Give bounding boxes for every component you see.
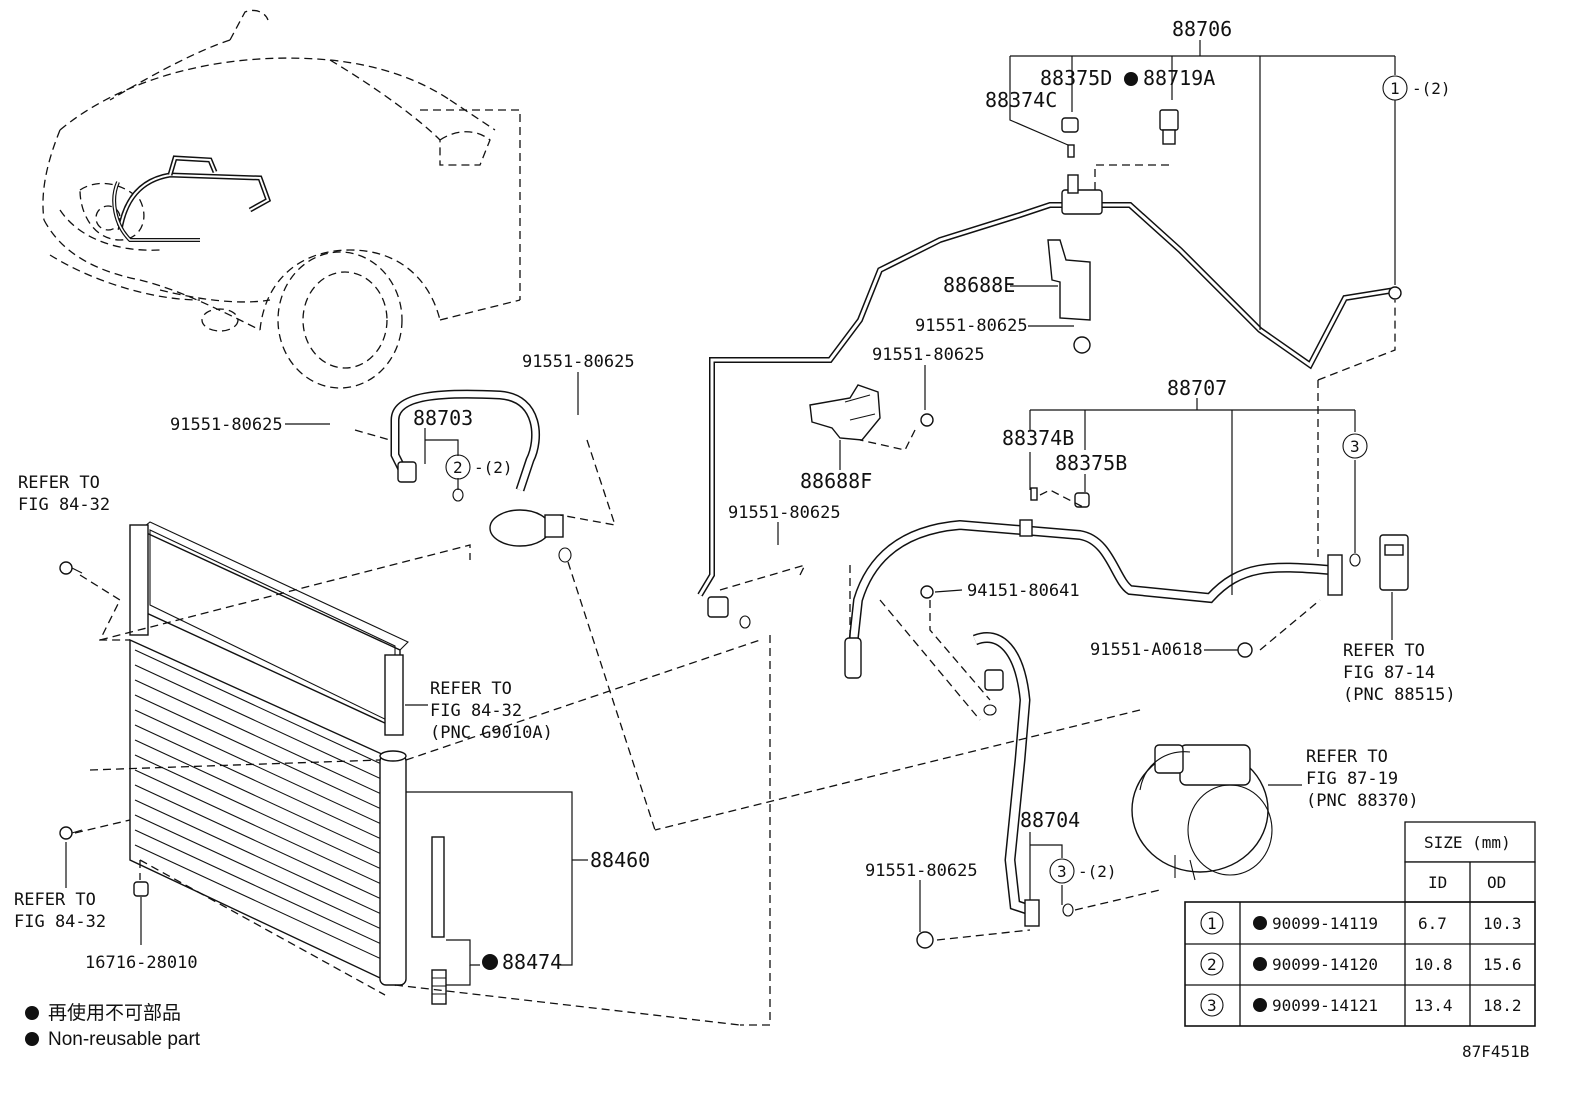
row-od: 10.3 xyxy=(1483,914,1522,933)
part-label-88719A: 88719A xyxy=(1143,66,1215,90)
refer-to-note: (PNC G9010A) xyxy=(430,723,553,743)
table-row: 3 90099-14121 13.4 18.2 xyxy=(1200,993,1522,1017)
legend-japanese-text: 再使用不可部品 xyxy=(48,1002,181,1024)
part-label-88703: 88703 xyxy=(413,406,473,430)
suction-hose-88704 xyxy=(654,632,1161,949)
non-reusable-dot-icon xyxy=(1253,998,1267,1012)
row-od: 18.2 xyxy=(1483,996,1522,1015)
part-label-88688F: 88688F xyxy=(800,469,872,493)
part-label-91551-A0618: 91551-A0618 xyxy=(1090,640,1203,660)
refer-to-note: FIG 84-32 xyxy=(430,701,522,721)
row-id: 6.7 xyxy=(1418,914,1447,933)
part-label-88375B: 88375B xyxy=(1055,451,1127,475)
table-title: SIZE (mm) xyxy=(1424,833,1511,852)
bolt-icon xyxy=(59,826,83,840)
callout-quantity: -(2) xyxy=(1078,862,1117,881)
bracket-88688F xyxy=(809,384,934,451)
non-reusable-dot-icon xyxy=(1253,957,1267,971)
table-header-od: OD xyxy=(1487,873,1506,892)
refer-to-note: REFER TO xyxy=(18,473,100,493)
liquid-pipe-88707 xyxy=(844,487,1409,721)
condenser-assembly xyxy=(59,521,761,1026)
vehicle-outline-illustration xyxy=(42,9,521,389)
refer-to-note: (PNC 88370) xyxy=(1306,791,1419,811)
callout-quantity: -(2) xyxy=(474,458,513,477)
refer-to-note: REFER TO xyxy=(430,679,512,699)
part-label-91551-80625: 91551-80625 xyxy=(170,415,283,435)
refer-to-note: REFER TO xyxy=(14,890,96,910)
part-label-94151-80641: 94151-80641 xyxy=(967,581,1080,601)
cross-reference-notes: REFER TO FIG 84-32 REFER TO FIG 84-32 (P… xyxy=(14,473,1456,932)
row-number: 1 xyxy=(1207,914,1217,933)
non-reusable-dot-icon xyxy=(25,1032,39,1046)
suction-pipe-88706 xyxy=(697,109,1402,1026)
refer-to-note: FIG 87-14 xyxy=(1343,663,1435,683)
legend: 再使用不可部品 Non-reusable part xyxy=(25,1002,201,1050)
callout-number: 3 xyxy=(1057,862,1067,881)
row-id: 10.8 xyxy=(1414,955,1453,974)
non-reusable-dot-icon xyxy=(25,1006,39,1020)
table-row: 1 90099-14119 6.7 10.3 xyxy=(1200,911,1522,935)
oring-callout-3: 3 xyxy=(1342,433,1368,459)
refer-to-note: FIG 87-19 xyxy=(1306,769,1398,789)
part-label-88706: 88706 xyxy=(1172,17,1232,41)
oring-size-table: SIZE (mm) ID OD 1 90099-14119 6.7 10.3 2… xyxy=(1184,821,1536,1027)
part-label-88374C: 88374C xyxy=(985,88,1057,112)
part-label-91551-80625: 91551-80625 xyxy=(872,345,985,365)
part-label-91551-80625: 91551-80625 xyxy=(728,503,841,523)
part-label-91551-80625: 91551-80625 xyxy=(865,861,978,881)
row-part-number: 90099-14121 xyxy=(1272,996,1378,1015)
row-od: 15.6 xyxy=(1483,955,1522,974)
row-id: 13.4 xyxy=(1414,996,1453,1015)
row-part-number: 90099-14120 xyxy=(1272,955,1378,974)
part-label-91551-80625: 91551-80625 xyxy=(915,316,1028,336)
diagram-code: 87F451B xyxy=(1462,1042,1529,1061)
part-label-88707: 88707 xyxy=(1167,376,1227,400)
compressor-illustration xyxy=(1131,744,1273,881)
discharge-hose-88703 xyxy=(354,389,656,831)
row-number: 3 xyxy=(1207,996,1217,1015)
row-part-number: 90099-14119 xyxy=(1272,914,1378,933)
oring-callout-2: 2 -(2) xyxy=(445,454,513,480)
callout-number: 2 xyxy=(453,458,463,477)
part-label-88460: 88460 xyxy=(590,848,650,872)
refer-to-note: FIG 84-32 xyxy=(18,495,110,515)
bolt-icon xyxy=(59,561,83,575)
oring-callouts: 1 -(2) 2 -(2) 3 3 -(2) xyxy=(445,75,1451,884)
leader-lines xyxy=(140,40,1396,986)
non-reusable-dot-icon xyxy=(482,954,498,970)
part-label-88688E: 88688E xyxy=(943,273,1015,297)
non-reusable-dot-icon xyxy=(1124,72,1138,86)
refer-to-note: FIG 84-32 xyxy=(14,912,106,932)
legend-english-text: Non-reusable part xyxy=(48,1029,201,1050)
part-number-labels: 88706 88375D 88719A 88374C 88688E 91551-… xyxy=(85,17,1232,974)
refer-to-note: REFER TO xyxy=(1306,747,1388,767)
part-label-88375D: 88375D xyxy=(1040,66,1112,90)
table-row: 2 90099-14120 10.8 15.6 xyxy=(1200,952,1522,976)
refer-to-note: REFER TO xyxy=(1343,641,1425,661)
part-label-88374B: 88374B xyxy=(1002,426,1074,450)
callout-quantity: -(2) xyxy=(1412,79,1451,98)
non-reusable-dot-icon xyxy=(1253,916,1267,930)
part-label-91551-80625: 91551-80625 xyxy=(522,352,635,372)
callout-number: 1 xyxy=(1390,79,1400,98)
row-number: 2 xyxy=(1207,955,1217,974)
refer-to-note: (PNC 88515) xyxy=(1343,685,1456,705)
oring-callout-1: 1 -(2) xyxy=(1382,75,1451,101)
part-label-88704: 88704 xyxy=(1020,808,1080,832)
oring-callout-3: 3 -(2) xyxy=(1049,858,1117,884)
callout-number: 3 xyxy=(1350,437,1360,456)
part-label-16716-28010: 16716-28010 xyxy=(85,953,198,973)
table-header-id: ID xyxy=(1428,873,1447,892)
part-label-88474: 88474 xyxy=(502,950,562,974)
